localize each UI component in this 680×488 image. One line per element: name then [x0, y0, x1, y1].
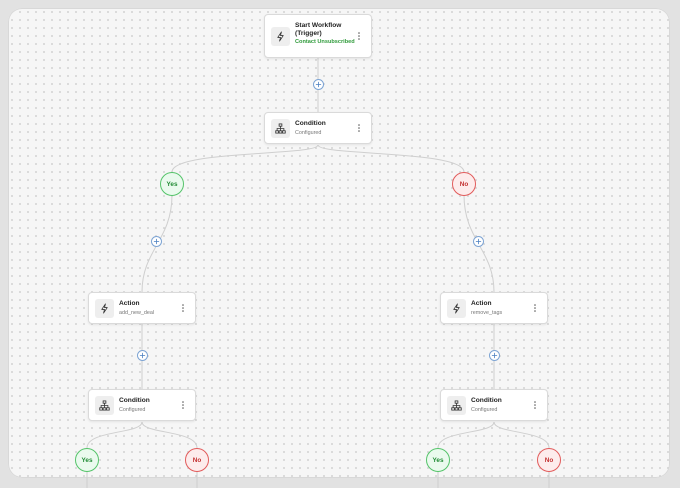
- branch-no[interactable]: No: [537, 448, 561, 472]
- connector-line: [437, 421, 495, 449]
- action-node-remove-tags[interactable]: Action remove_tags: [440, 292, 548, 324]
- add-step-button[interactable]: [473, 236, 484, 247]
- hierarchy-icon: [447, 396, 466, 415]
- action-node-add-new-deal[interactable]: Action add_new_deal: [88, 292, 196, 324]
- node-subtitle: add_new_deal: [119, 310, 155, 316]
- connector-line: [493, 421, 550, 449]
- connector-line: [171, 144, 319, 173]
- node-title: Start Workflow (Trigger): [295, 22, 342, 37]
- condition-node-yes-branch[interactable]: Condition Configured: [88, 389, 196, 421]
- add-step-button[interactable]: [137, 350, 148, 361]
- node-title: Condition: [119, 397, 150, 404]
- node-title: Action: [119, 300, 140, 307]
- node-subtitle: Configured: [295, 130, 322, 136]
- more-options-icon[interactable]: [357, 113, 361, 143]
- more-options-icon[interactable]: [533, 390, 537, 420]
- add-step-button[interactable]: [489, 350, 500, 361]
- plus-icon: [491, 352, 498, 359]
- more-options-icon[interactable]: [181, 390, 185, 420]
- plus-icon: [315, 81, 322, 88]
- condition-node-root[interactable]: Condition Configured: [264, 112, 372, 144]
- branch-yes[interactable]: Yes: [426, 448, 450, 472]
- trigger-status: Contact Unsubscribed: [295, 39, 355, 45]
- start-workflow-node[interactable]: Start Workflow (Trigger) Contact Unsubsc…: [264, 14, 372, 58]
- connector-line: [317, 144, 465, 173]
- lightning-icon: [271, 27, 290, 46]
- connector-line: [141, 421, 198, 449]
- add-step-button[interactable]: [313, 79, 324, 90]
- more-options-icon[interactable]: [181, 293, 185, 323]
- branch-yes[interactable]: Yes: [75, 448, 99, 472]
- lightning-icon: [447, 299, 466, 318]
- node-subtitle: remove_tags: [471, 310, 503, 316]
- node-title: Condition: [295, 120, 326, 127]
- connector-line: [86, 421, 143, 449]
- lightning-icon: [95, 299, 114, 318]
- condition-node-no-branch[interactable]: Condition Configured: [440, 389, 548, 421]
- node-title: Condition: [471, 397, 502, 404]
- node-subtitle: Configured: [119, 407, 146, 413]
- plus-icon: [139, 352, 146, 359]
- plus-icon: [153, 238, 160, 245]
- branch-no[interactable]: No: [185, 448, 209, 472]
- node-title: Action: [471, 300, 492, 307]
- hierarchy-icon: [271, 119, 290, 138]
- more-options-icon[interactable]: [533, 293, 537, 323]
- branch-yes[interactable]: Yes: [160, 172, 184, 196]
- branch-no[interactable]: No: [452, 172, 476, 196]
- node-subtitle: Configured: [471, 407, 498, 413]
- hierarchy-icon: [95, 396, 114, 415]
- more-options-icon[interactable]: [357, 15, 361, 57]
- plus-icon: [475, 238, 482, 245]
- add-step-button[interactable]: [151, 236, 162, 247]
